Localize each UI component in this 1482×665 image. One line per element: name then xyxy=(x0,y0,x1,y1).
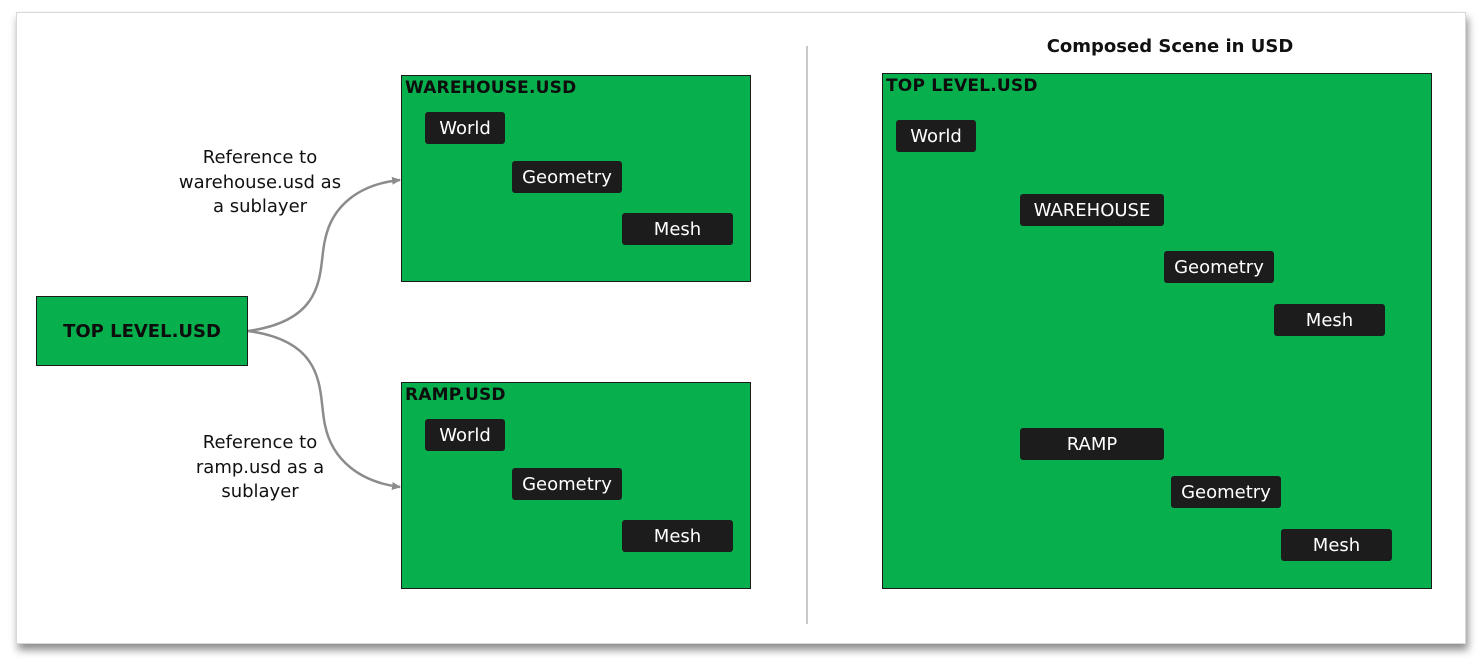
composed-world-node: World xyxy=(896,120,976,152)
caption-line: a sublayer xyxy=(212,196,308,217)
caption-line: Reference to xyxy=(202,432,318,453)
section-divider xyxy=(806,46,808,624)
composed-top-level-title: TOP LEVEL.USD xyxy=(886,76,1038,96)
caption-line: sublayer xyxy=(221,481,299,502)
reference-arrow-ramp xyxy=(247,329,401,490)
warehouse-world-node: World xyxy=(425,112,505,144)
composed-warehouse-geometry-node: Geometry xyxy=(1164,251,1274,283)
warehouse-reference-caption: Reference to warehouse.usd as a sublayer xyxy=(174,146,346,220)
composed-scene-heading: Composed Scene in USD xyxy=(1046,36,1294,57)
caption-line: Reference to xyxy=(202,147,318,168)
composed-ramp-mesh-node: Mesh xyxy=(1281,529,1392,561)
warehouse-mesh-node: Mesh xyxy=(622,213,733,245)
ramp-reference-caption: Reference to ramp.usd as a sublayer xyxy=(174,431,346,505)
ramp-world-node: World xyxy=(425,419,505,451)
caption-line: ramp.usd as a xyxy=(195,456,325,478)
warehouse-geometry-node: Geometry xyxy=(512,161,622,193)
warehouse-usd-title: WAREHOUSE.USD xyxy=(405,78,577,98)
reference-arrow-warehouse xyxy=(247,176,401,333)
top-level-label: TOP LEVEL.USD xyxy=(63,320,221,342)
composed-ramp-node: RAMP xyxy=(1020,428,1164,460)
caption-line: warehouse.usd as xyxy=(178,171,342,193)
ramp-usd-title: RAMP.USD xyxy=(405,385,506,405)
top-level-box: TOP LEVEL.USD xyxy=(36,296,248,366)
composed-warehouse-node: WAREHOUSE xyxy=(1020,194,1164,226)
ramp-geometry-node: Geometry xyxy=(512,468,622,500)
composed-ramp-geometry-node: Geometry xyxy=(1171,476,1281,508)
composed-warehouse-mesh-node: Mesh xyxy=(1274,304,1385,336)
ramp-mesh-node: Mesh xyxy=(622,520,733,552)
